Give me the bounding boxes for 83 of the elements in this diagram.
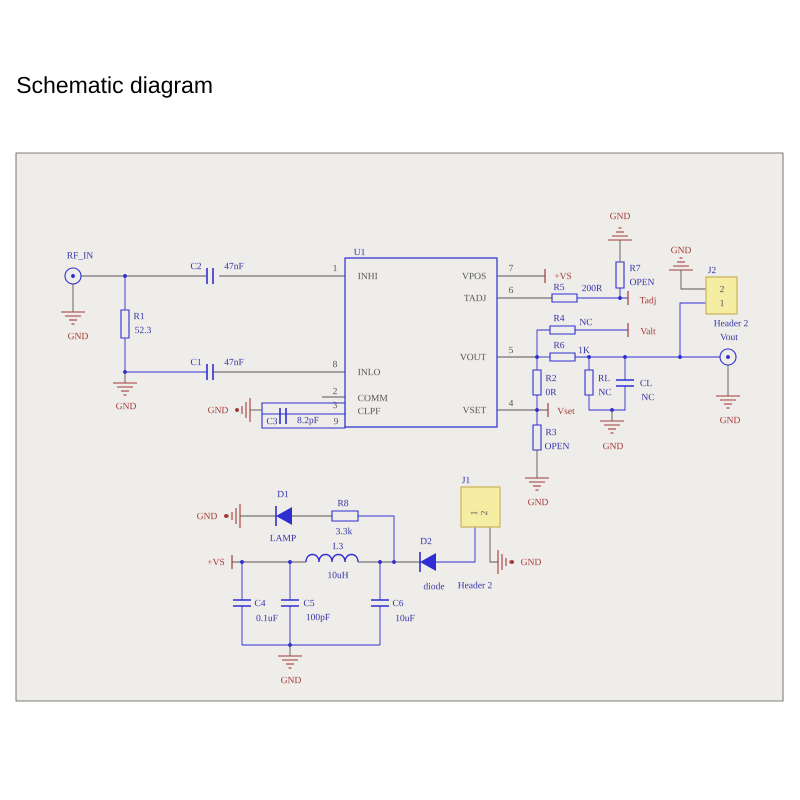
pin-number: 2 — [720, 286, 724, 292]
pin-number: 2 — [480, 511, 488, 515]
net-label: GND — [68, 332, 88, 340]
title: Schematic diagram — [17, 76, 212, 98]
component-label: RL — [598, 374, 610, 382]
pin-name: TADJ — [464, 294, 486, 302]
component-label: RF_IN — [67, 252, 93, 260]
component-label: R5 — [554, 284, 564, 290]
pin-number: 9 — [334, 418, 338, 424]
component-label: R6 — [554, 342, 564, 348]
pin-number: 6 — [509, 286, 514, 294]
pin-number: 1 — [470, 511, 478, 515]
component-label: R4 — [554, 314, 564, 322]
component-label: R8 — [338, 500, 348, 506]
pin-name: CLPF — [358, 408, 380, 414]
component-label: R2 — [546, 374, 556, 382]
component-label: 52.3 — [135, 326, 151, 334]
net-label: GND — [528, 498, 548, 506]
net-label: GND — [720, 416, 740, 424]
component-label: 47nF — [224, 358, 244, 366]
component-label: LAMP — [270, 534, 296, 542]
net-label: GND — [116, 402, 136, 410]
net-label: GND — [197, 512, 217, 520]
component-label: R1 — [134, 312, 144, 320]
component-label: 0R — [546, 388, 557, 396]
net-label: GND — [281, 676, 301, 684]
component-label: 100pF — [306, 614, 330, 622]
component-label: NC — [642, 394, 654, 400]
component-label: NC — [580, 318, 592, 326]
component-label: OPEN — [545, 442, 570, 450]
component-label: C5 — [304, 600, 314, 606]
component-label: C4 — [254, 600, 266, 606]
pin-number: 7 — [509, 264, 514, 272]
component-label: L3 — [333, 542, 343, 550]
net-label: Vset — [557, 408, 575, 414]
pin-number: 3 — [333, 402, 337, 408]
component-label: 10uH — [328, 572, 348, 578]
pin-name: VOUT — [460, 354, 486, 360]
net-label: +VS — [554, 272, 572, 280]
component-label: 8.2pF — [297, 416, 319, 426]
net-label: Tadj — [640, 296, 656, 306]
part-name: Header 2 — [714, 320, 748, 326]
pin-number: 2 — [333, 388, 337, 394]
pin-number: 4 — [508, 400, 514, 406]
component-label: 0.1uF — [256, 614, 278, 622]
pin-name: VPOS — [462, 272, 486, 280]
net-label: +VS — [208, 558, 224, 566]
designator: U1 — [354, 248, 365, 256]
pin-name: INLO — [358, 368, 380, 376]
component-label: 1K — [579, 346, 590, 354]
component-label: Vout — [720, 334, 738, 340]
designator: J2 — [708, 266, 716, 274]
component-label: 10uF — [396, 614, 414, 622]
pin-number: 1 — [333, 264, 337, 272]
component-label: 3.3k — [336, 528, 352, 534]
pin-name: INHI — [358, 272, 378, 280]
component-label: R7 — [630, 264, 640, 272]
component-label: D1 — [277, 490, 288, 498]
component-label: C1 — [190, 358, 201, 366]
component-label: D2 — [420, 538, 432, 544]
component-label: C3 — [266, 418, 278, 424]
designator: J1 — [462, 476, 470, 484]
component-label: C2 — [190, 262, 202, 270]
component-label: Header 2 — [458, 582, 492, 588]
net-label: GND — [521, 558, 541, 566]
component-label: R3 — [546, 428, 556, 436]
net-label: GND — [208, 406, 228, 414]
pin-number: 1 — [720, 300, 724, 306]
net-label: GND — [671, 246, 691, 254]
pin-name: COMM — [358, 394, 388, 402]
net-label: GND — [610, 212, 630, 220]
component-label: OPEN — [630, 278, 654, 286]
net-label: GND — [603, 442, 623, 450]
pin-name: VSET — [462, 406, 486, 414]
component-label: NC — [598, 388, 612, 396]
pin-number: 8 — [333, 360, 338, 368]
pin-number: 5 — [509, 346, 513, 354]
component-label: diode — [424, 582, 444, 590]
net-label: Valt — [640, 328, 656, 334]
component-label: CL — [640, 380, 652, 386]
component-label: 200R — [582, 284, 602, 292]
component-label: C6 — [392, 600, 404, 606]
component-label: 47nF — [224, 262, 244, 270]
